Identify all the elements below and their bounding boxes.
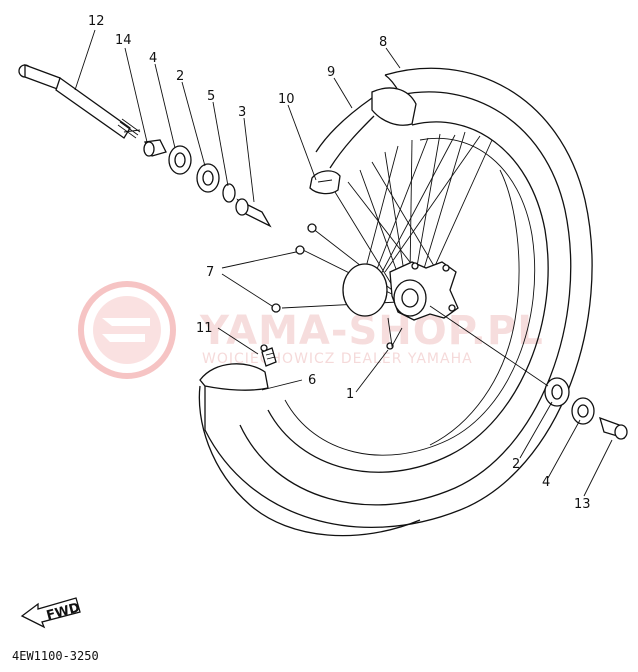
collar-13 — [599, 416, 628, 440]
tube — [315, 87, 417, 169]
spoke-nipples — [271, 223, 317, 313]
leader-lines — [74, 29, 613, 497]
oil-seal-4-right — [571, 397, 595, 425]
callout-13: 13 — [574, 497, 591, 512]
bearing-2-right — [544, 377, 570, 407]
callout-11: 11 — [196, 321, 213, 336]
callout-14: 14 — [115, 33, 132, 48]
callout-8: 8 — [379, 35, 387, 50]
axis-line — [429, 305, 549, 387]
callout-4-left: 4 — [149, 51, 157, 66]
callout-10: 10 — [278, 92, 295, 107]
watermark-logo-icon — [78, 281, 176, 379]
rim-band — [309, 170, 341, 195]
oil-seal-4-left — [168, 145, 192, 175]
callout-2-right: 2 — [512, 457, 520, 472]
circlip-5 — [222, 183, 236, 203]
diagram-part-code: 4EW1100-3250 — [12, 649, 99, 663]
axle — [18, 64, 141, 139]
fwd-label: FWD — [45, 600, 82, 623]
spokes — [281, 131, 493, 309]
callout-12: 12 — [88, 14, 105, 29]
rim — [267, 121, 549, 473]
callout-4-right: 4 — [542, 475, 550, 490]
callout-3: 3 — [238, 105, 246, 120]
callout-7: 7 — [206, 265, 214, 280]
valve-stem — [260, 344, 277, 367]
fwd-arrow-icon: FWD — [20, 597, 82, 629]
watermark: YAMA-SHOP.PL WOJCIECHOWICZ DEALER YAMAHA — [78, 281, 543, 379]
bearing-2-left — [196, 163, 220, 193]
collar-14 — [143, 139, 167, 157]
callout-5: 5 — [207, 89, 215, 104]
callout-9: 9 — [327, 65, 335, 80]
callout-6: 6 — [308, 373, 316, 388]
tire-lower — [198, 363, 421, 537]
hub — [342, 261, 459, 350]
spacer-3 — [235, 198, 272, 228]
callouts: 12 14 4 2 5 3 10 9 8 7 11 6 1 2 4 13 — [88, 14, 591, 512]
callout-1: 1 — [346, 387, 354, 402]
callout-2-left: 2 — [176, 69, 184, 84]
